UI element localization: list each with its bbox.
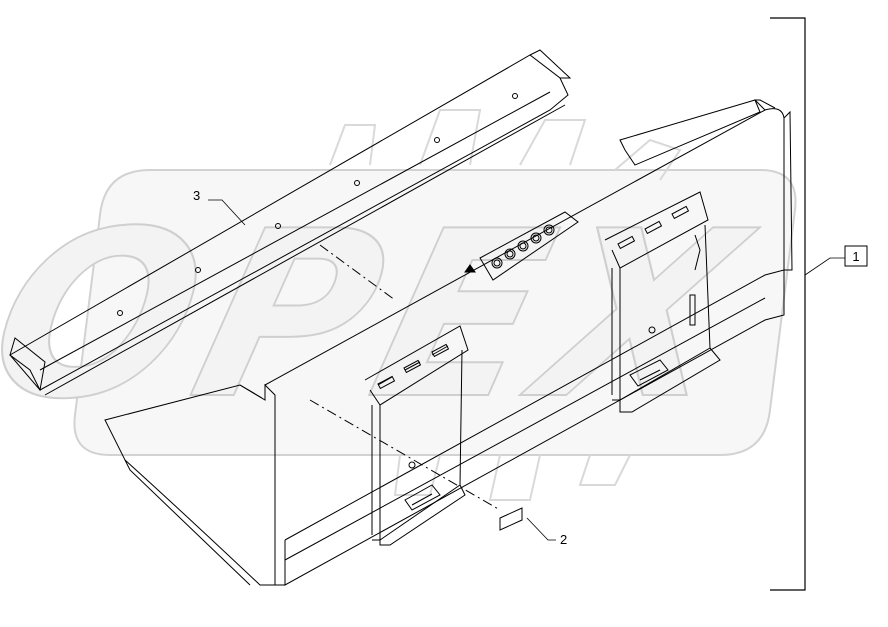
centerline-lower [309, 399, 501, 511]
top-cutting-edge [9, 49, 572, 396]
watermark-text: OPEX [0, 182, 772, 450]
bucket-bottom-edge [284, 270, 785, 586]
bucket-back-plate [264, 108, 785, 541]
centerline-upper [319, 244, 396, 301]
callout-3: 3 [193, 188, 246, 226]
right-mounting-bracket [604, 191, 721, 413]
left-side-wall [104, 383, 276, 586]
top-right-flange [619, 99, 761, 166]
watermark-frame [73, 169, 797, 456]
left-mounting-bracket [364, 325, 469, 546]
bolt-row [491, 224, 555, 269]
center-bolt-plate [479, 211, 579, 281]
decal [499, 507, 523, 531]
callout-1: 1 [804, 245, 868, 276]
callout-1-label: 1 [852, 249, 859, 264]
watermark-gear [329, 109, 682, 501]
opex-watermark: OPEX [0, 109, 797, 501]
callout-3-label: 3 [193, 188, 200, 203]
callout-1-box [844, 245, 868, 267]
assembly-bracket [770, 17, 806, 591]
bucket-assembly [9, 49, 793, 586]
callout-2-label: 2 [560, 532, 567, 547]
callout-2: 2 [526, 517, 567, 547]
